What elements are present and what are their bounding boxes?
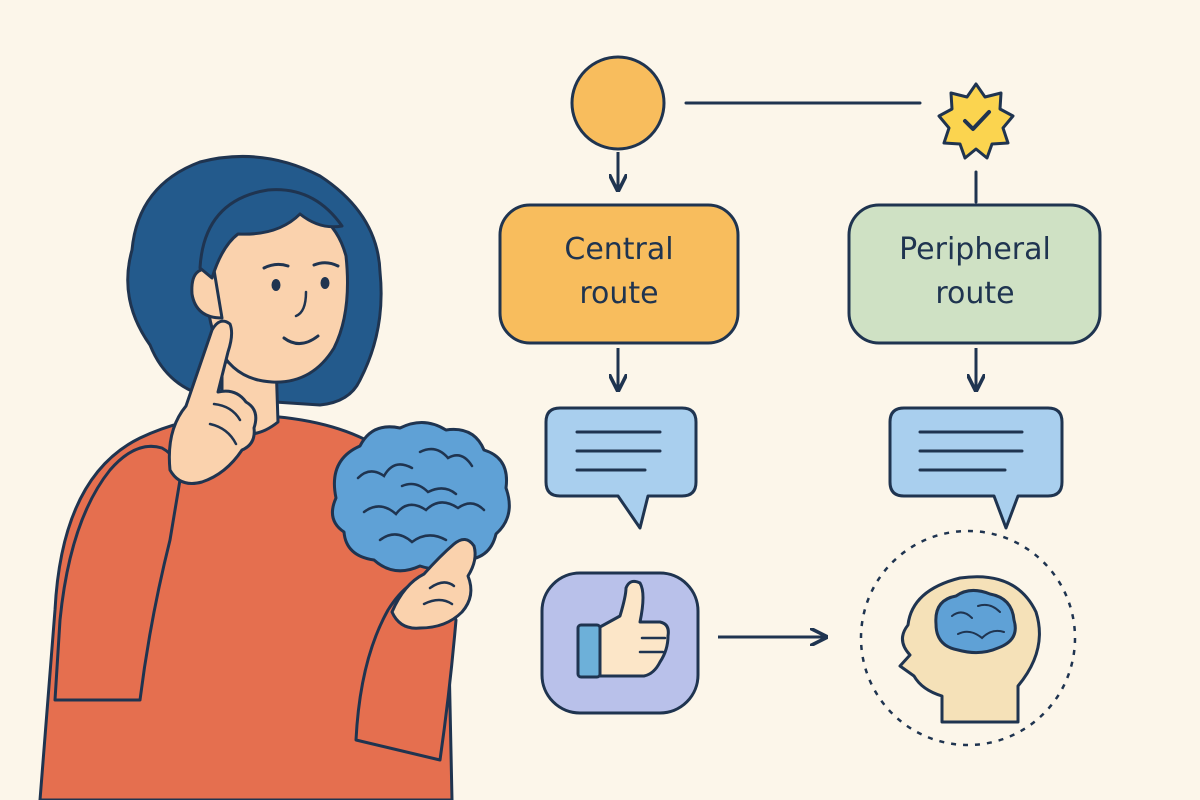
speech-bubble-icon	[888, 406, 1064, 530]
holding-hand	[390, 538, 477, 630]
mouth	[282, 334, 320, 345]
eye-left	[271, 279, 281, 291]
eye-right	[320, 277, 330, 289]
central-route-node: Central route	[498, 203, 740, 345]
head-brain-icon	[859, 529, 1077, 747]
hair-fringe	[198, 188, 344, 280]
check-badge-icon	[937, 82, 1015, 160]
peripheral-route-label-line2: route	[935, 276, 1014, 311]
central-route-label-line1: Central	[564, 232, 673, 267]
thumbs-up-icon	[540, 571, 700, 715]
left-arm	[53, 444, 182, 702]
thinking-woman-illustration	[38, 154, 511, 800]
circle-node-icon	[570, 55, 666, 151]
peripheral-route-node: Peripheral route	[847, 203, 1102, 345]
brain-icon	[330, 421, 511, 573]
speech-bubble-icon	[544, 406, 698, 530]
central-route-label-line2: route	[579, 276, 658, 311]
peripheral-route-label-line1: Peripheral	[899, 232, 1051, 267]
